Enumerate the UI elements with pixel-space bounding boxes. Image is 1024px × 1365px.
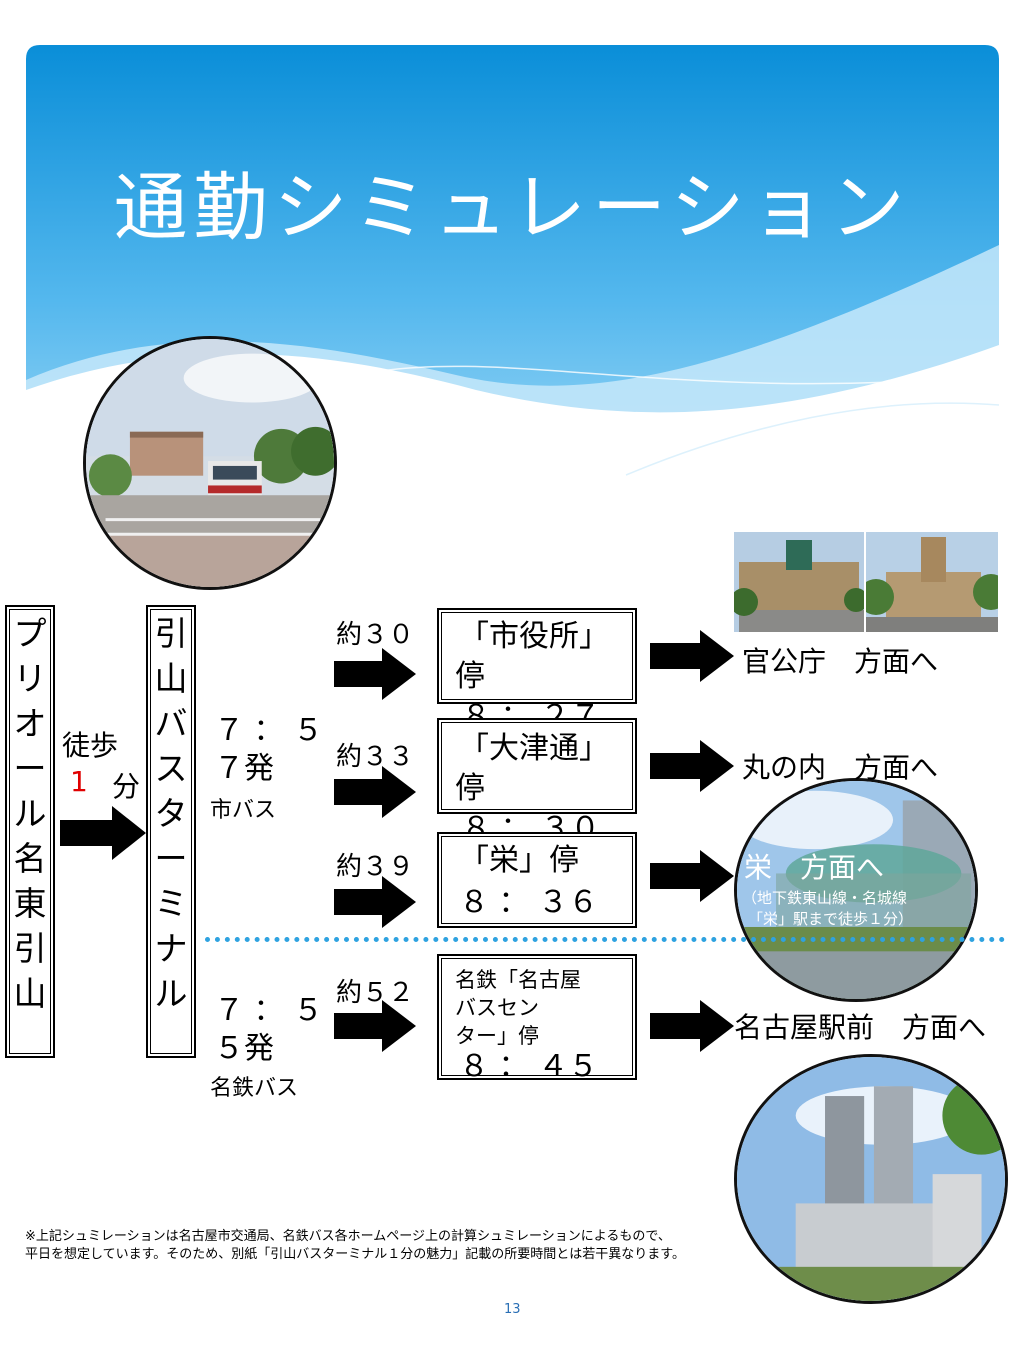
- terminal-char: ー: [154, 839, 188, 878]
- arrow-right-icon: [650, 1000, 734, 1052]
- arrival-time: ８ ： ３６: [459, 885, 599, 920]
- stop-name: 「大津通」: [459, 731, 609, 766]
- arrow-right-icon: [334, 1000, 416, 1052]
- walk-label: 徒歩: [62, 729, 119, 762]
- arrow-right-icon: [650, 740, 734, 792]
- stop-name: 「栄」停: [459, 843, 579, 878]
- arrow-right-icon: [650, 850, 734, 902]
- stop-name: 停: [455, 659, 485, 694]
- origin-char: ル: [13, 794, 47, 833]
- origin-char: 山: [13, 974, 47, 1013]
- stop-name: バスセン: [455, 996, 539, 1020]
- footer-note: ※上記シュミレーションは名古屋市交通局、名鉄バス各ホームページ上の計算シュミレー…: [25, 1228, 685, 1264]
- prefectural-office-photo: [866, 532, 998, 632]
- terminal-char: ナ: [154, 929, 188, 968]
- footer-line: 平日を想定しています。そのため、別紙「引山バスターミナル１分の魅力」記載の所要時…: [25, 1247, 686, 1262]
- route-duration: 約３０: [336, 620, 415, 650]
- destination-label: 丸の内 方面へ: [742, 751, 939, 784]
- arrow-right-icon: [334, 876, 416, 928]
- terminal-char: 山: [154, 659, 188, 698]
- page-number: 13: [504, 1302, 521, 1317]
- destination-note: （地下鉄東山線・名城線: [742, 889, 908, 907]
- arrow-right-icon: [650, 630, 734, 682]
- bus-terminal-photo: [83, 336, 337, 590]
- departure-time-line1: ７ ： ５: [214, 713, 324, 748]
- departure-time-line1: ７ ： ５: [214, 993, 324, 1028]
- departure-time-line2: ５発: [214, 1031, 274, 1066]
- stop-box-shiyakusho: 「市役所」 停 ８ ： ２７: [437, 608, 637, 734]
- origin-char: 引: [13, 929, 47, 968]
- origin-char: リ: [13, 659, 47, 698]
- arrow-right-icon: [334, 766, 416, 818]
- terminal-char: 引: [154, 614, 188, 653]
- footer-line: ※上記シュミレーションは名古屋市交通局、名鉄バス各ホームページ上の計算シュミレー…: [25, 1229, 671, 1244]
- arrow-right-icon: [60, 806, 146, 860]
- destination-note: 「栄」駅まで徒歩１分）: [748, 910, 914, 928]
- walk-unit: 分: [112, 770, 141, 803]
- departure-operator: 名鉄バス: [210, 1076, 299, 1101]
- terminal-char: ス: [154, 749, 188, 788]
- origin-char: 名: [13, 839, 47, 878]
- terminal-char: ル: [154, 974, 188, 1013]
- city-hall-photo: [734, 532, 864, 632]
- origin-box: プ リ オ ー ル 名 東 引 山: [5, 605, 55, 1058]
- departure-time-line2: ７発: [214, 751, 274, 786]
- terminal-char: バ: [154, 704, 188, 743]
- terminal-box: 引 山 バ ス タ ー ミ ナ ル: [146, 605, 196, 1058]
- origin-char: プ: [13, 614, 47, 653]
- stop-name: ター」停: [455, 1024, 539, 1048]
- arrival-time: ８ ： ４５: [459, 1049, 599, 1084]
- page-title: 通勤シミュレーション: [113, 165, 911, 251]
- dotted-separator: [205, 937, 1005, 942]
- route-duration: 約３３: [336, 742, 415, 772]
- origin-char: 東: [13, 884, 47, 923]
- stop-name: 名鉄「名古屋: [455, 968, 581, 992]
- arrow-right-icon: [334, 648, 416, 700]
- origin-char: ー: [13, 749, 47, 788]
- destination-label: 官公庁 方面へ: [742, 645, 939, 678]
- route-duration: 約５２: [336, 978, 415, 1008]
- stop-box-sakae: 「栄」停 ８ ： ３６: [437, 832, 637, 928]
- terminal-char: タ: [154, 794, 188, 833]
- stop-name: 停: [455, 771, 485, 806]
- departure-operator: 市バス: [210, 798, 277, 823]
- walk-minutes: 1: [70, 765, 88, 798]
- destination-label: 名古屋駅前 方面へ: [734, 1011, 987, 1044]
- origin-char: オ: [13, 704, 47, 743]
- stop-box-meitetsu-bus-center: 名鉄「名古屋 バスセン ター」停 ８ ： ４５: [437, 954, 637, 1084]
- terminal-char: ミ: [154, 884, 188, 923]
- stop-box-otsudori: 「大津通」 停 ８ ： ３０: [437, 718, 637, 846]
- stop-name: 「市役所」: [459, 619, 609, 654]
- destination-label: 栄 方面へ: [744, 851, 885, 884]
- sakae-photo: [734, 778, 978, 1002]
- route-duration: 約３９: [336, 852, 415, 882]
- nagoya-station-photo: [734, 1054, 1008, 1304]
